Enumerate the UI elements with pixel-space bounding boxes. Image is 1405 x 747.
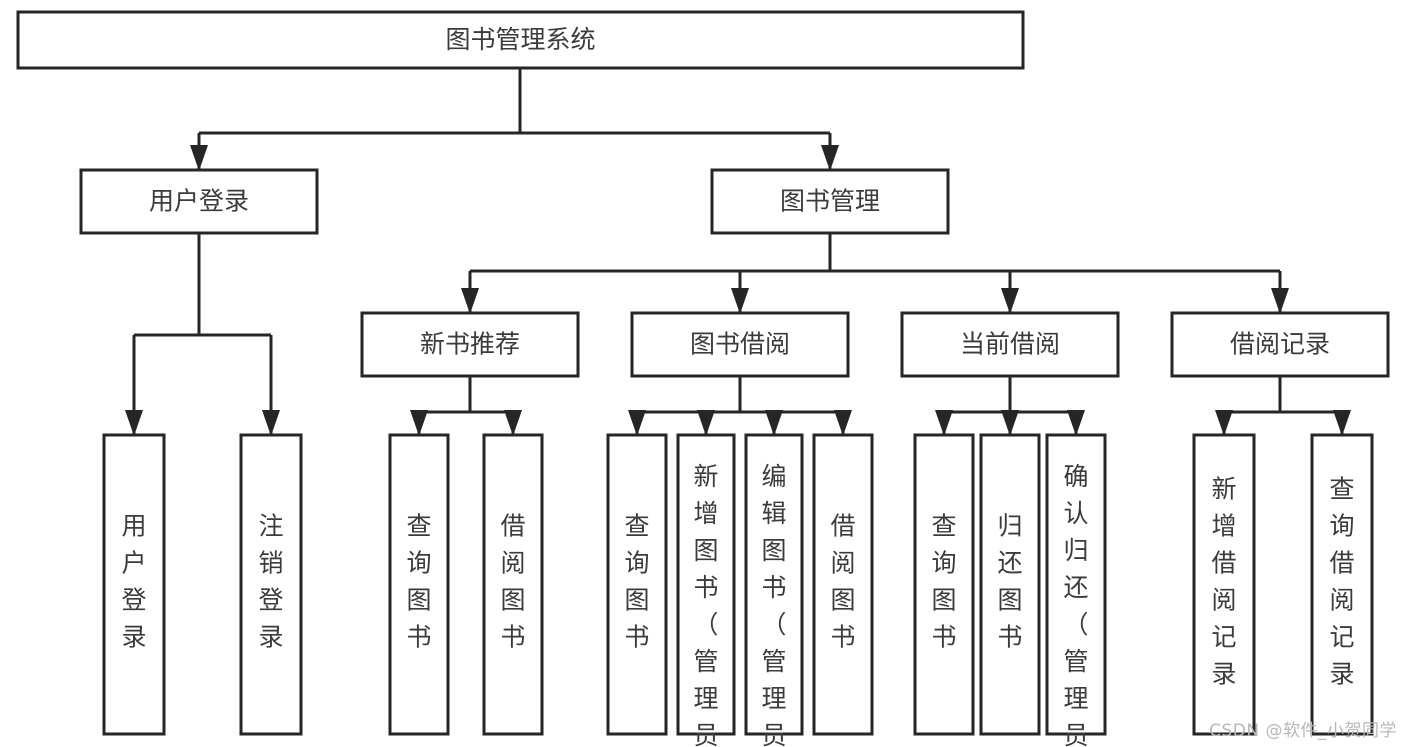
arrow-head-icon (190, 145, 208, 171)
arrow-head-icon (125, 410, 143, 436)
flow-node-l-logout[interactable]: 注销登录 (239, 433, 303, 736)
arrow-head-icon (628, 410, 646, 436)
flow-node-root[interactable]: 图书管理系统 (16, 10, 1025, 70)
node-box (1310, 433, 1374, 736)
node-label: 注销登录 (258, 512, 283, 652)
node-box (388, 433, 450, 736)
node-box (630, 311, 850, 378)
arrow-head-icon (1067, 410, 1085, 436)
arrow-head-icon (765, 410, 783, 436)
node-box (79, 168, 319, 235)
arrow-head-icon (1001, 288, 1019, 314)
arrow-head-icon (935, 410, 953, 436)
arrow-head-icon (731, 288, 749, 314)
node-label: 归还图书 (997, 512, 1022, 652)
node-box (676, 433, 736, 736)
flow-node-n-current-borrow[interactable]: 当前借阅 (900, 311, 1120, 378)
node-box (1045, 433, 1107, 736)
arrow-head-icon (821, 145, 839, 171)
flow-node-l-borrow-book-a[interactable]: 借阅图书 (482, 433, 544, 736)
node-label: 图书管理 (780, 187, 880, 216)
node-box (1170, 311, 1390, 378)
flow-node-l-query-book-c[interactable]: 查询图书 (913, 433, 975, 736)
node-label: 编辑图书（管理员） (761, 462, 786, 747)
node-label: 当前借阅 (960, 330, 1060, 359)
flow-node-l-add-record[interactable]: 新增借阅记录 (1192, 433, 1256, 736)
node-label: 用户登录 (121, 512, 146, 652)
flow-node-l-query-record[interactable]: 查询借阅记录 (1310, 433, 1374, 736)
flow-node-n-book-mgmt[interactable]: 图书管理 (710, 168, 950, 235)
node-box (812, 433, 874, 736)
node-layer: 图书管理系统用户登录图书管理新书推荐图书借阅当前借阅借阅记录用户登录注销登录查询… (16, 10, 1390, 747)
node-label: 图书管理系统 (445, 25, 595, 54)
node-label: 查询借阅记录 (1329, 475, 1354, 689)
flow-node-l-borrow-book-b[interactable]: 借阅图书 (812, 433, 874, 736)
arrow-head-icon (1271, 288, 1289, 314)
node-box (900, 311, 1120, 378)
node-label: 借阅图书 (830, 512, 855, 652)
flow-node-l-query-book-b[interactable]: 查询图书 (606, 433, 668, 736)
node-box (1192, 433, 1256, 736)
node-box (16, 10, 1025, 70)
node-label: 图书借阅 (690, 330, 790, 359)
node-box (913, 433, 975, 736)
arrow-head-icon (262, 410, 280, 436)
flow-node-l-return-book[interactable]: 归还图书 (979, 433, 1041, 736)
node-label: 查询图书 (406, 512, 431, 652)
arrow-head-icon (1333, 410, 1351, 436)
node-box (606, 433, 668, 736)
node-box (360, 311, 580, 378)
node-label: 查询图书 (624, 512, 649, 652)
node-label: 查询图书 (931, 512, 956, 652)
arrow-head-icon (504, 410, 522, 436)
flow-node-l-edit-book[interactable]: 编辑图书（管理员） (744, 433, 804, 747)
arrow-head-icon (697, 410, 715, 436)
node-box (744, 433, 804, 736)
node-box (979, 433, 1041, 736)
node-box (102, 433, 166, 736)
node-label: 借阅图书 (500, 512, 525, 652)
node-box (482, 433, 544, 736)
flow-node-n-new-book-rec[interactable]: 新书推荐 (360, 311, 580, 378)
node-label: 确认归还（管理员） (1063, 462, 1088, 747)
edge-layer (125, 68, 1351, 436)
node-box (710, 168, 950, 235)
flow-node-l-add-book[interactable]: 新增图书（管理员） (676, 433, 736, 747)
flow-node-n-user-login[interactable]: 用户登录 (79, 168, 319, 235)
node-label: 新增图书（管理员） (693, 462, 718, 747)
flow-node-l-query-book-a[interactable]: 查询图书 (388, 433, 450, 736)
node-label: 新增借阅记录 (1211, 475, 1236, 689)
arrow-head-icon (834, 410, 852, 436)
node-box (239, 433, 303, 736)
node-label: 用户登录 (149, 187, 249, 216)
flow-node-n-borrow-record[interactable]: 借阅记录 (1170, 311, 1390, 378)
flow-node-l-confirm-return[interactable]: 确认归还（管理员） (1045, 433, 1107, 747)
arrow-head-icon (461, 288, 479, 314)
node-label: 新书推荐 (420, 330, 520, 359)
arrow-head-icon (1215, 410, 1233, 436)
arrow-head-icon (1001, 410, 1019, 436)
node-label: 借阅记录 (1230, 330, 1330, 359)
flow-node-n-book-borrow[interactable]: 图书借阅 (630, 311, 850, 378)
arrow-head-icon (410, 410, 428, 436)
flow-node-l-user-login[interactable]: 用户登录 (102, 433, 166, 736)
